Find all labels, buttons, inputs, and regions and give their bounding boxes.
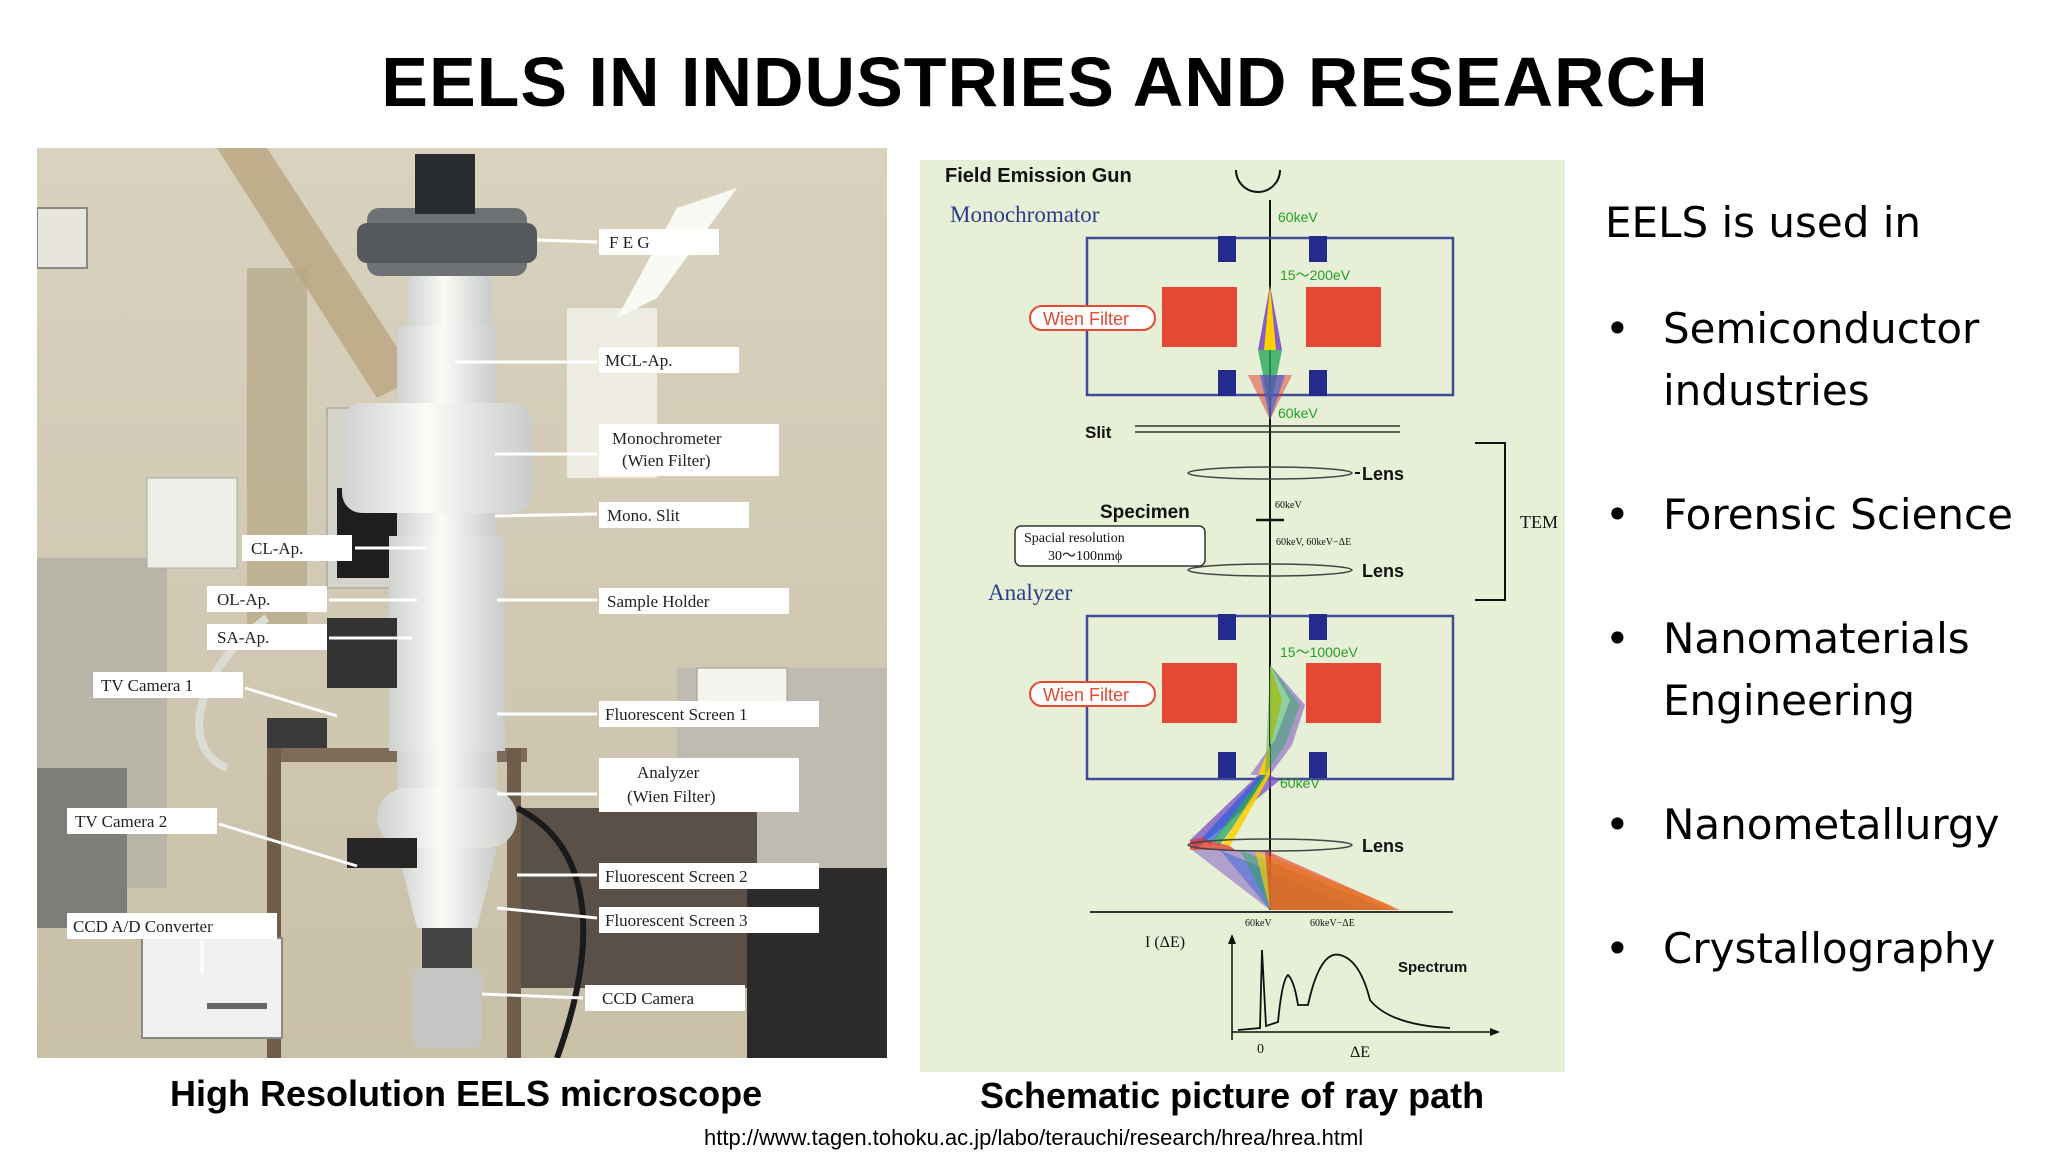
wien-filter-badge-top bbox=[1029, 305, 1156, 331]
bullet-icon: • bbox=[1605, 800, 1630, 850]
spectrum-y-label: I (ΔE) bbox=[1145, 934, 1185, 951]
use-item-label: Semiconductor industries bbox=[1663, 304, 1980, 416]
field-emission-gun-label: Field Emission Gun bbox=[945, 165, 1132, 187]
spatial-resolution-line-1: Spacial resolution bbox=[1024, 531, 1125, 546]
specimen-label: Specimen bbox=[1100, 502, 1190, 523]
use-item: • Crystallography bbox=[1605, 918, 2045, 980]
slide-title: EELS IN INDUSTRIES AND RESEARCH bbox=[381, 43, 1709, 121]
analyzer-pole-bottom-left bbox=[1218, 752, 1236, 778]
bullet-icon: • bbox=[1605, 614, 1630, 664]
energy-60kev-slit: 60keV bbox=[1278, 405, 1318, 421]
analyzer-magnet-left bbox=[1162, 663, 1237, 723]
lens-3-shape bbox=[1187, 838, 1353, 852]
use-item: • Forensic Science bbox=[1605, 484, 2045, 546]
label-fluorescent-screen-1: Fluorescent Screen 1 bbox=[605, 705, 748, 724]
lens-1-shape bbox=[1187, 466, 1353, 480]
mono-energy-range: 15～200eV bbox=[1280, 267, 1351, 283]
photo-caption: High Resolution EELS microscope bbox=[170, 1073, 763, 1114]
bullet-icon: • bbox=[1605, 304, 1630, 354]
use-item-label: Crystallography bbox=[1663, 924, 1996, 974]
bullet-icon: • bbox=[1605, 924, 1630, 974]
analyzer-magnet-right bbox=[1306, 663, 1381, 723]
analyzer-pole-bottom-right bbox=[1309, 752, 1327, 778]
source-url[interactable]: http://www.tagen.tohoku.ac.jp/labo/terau… bbox=[704, 1125, 1364, 1150]
lens-label-3: Lens bbox=[1362, 836, 1404, 856]
analyzer-label: Analyzer bbox=[988, 580, 1073, 605]
spectrum-x-zero: 0 bbox=[1257, 1042, 1264, 1057]
use-item: • Nanomaterials Engineering bbox=[1605, 608, 2045, 732]
spatial-resolution-box bbox=[1014, 525, 1206, 567]
spectrum-curve bbox=[1237, 949, 1451, 1031]
monochromator-label: Monochromator bbox=[950, 202, 1100, 227]
analyzer-energy-range: 15～1000eV bbox=[1280, 644, 1359, 660]
schematic-caption: Schematic picture of ray path bbox=[980, 1075, 1485, 1116]
bullet-icon: • bbox=[1605, 490, 1630, 540]
label-cl-ap: CL-Ap. bbox=[251, 539, 303, 558]
label-fluorescent-screen-2: Fluorescent Screen 2 bbox=[605, 867, 748, 886]
label-monochrometer: Monochrometer bbox=[612, 429, 722, 448]
tem-label: TEM bbox=[1520, 512, 1558, 532]
use-item-label: Nanomaterials Engineering bbox=[1663, 614, 1970, 726]
mono-pole-bottom-right bbox=[1309, 370, 1327, 396]
energy-60kev-analyzer: 60keV bbox=[1280, 775, 1320, 791]
label-ccd-camera: CCD Camera bbox=[602, 989, 695, 1008]
lens-label-1: Lens bbox=[1362, 464, 1404, 484]
photo-label-layer: F E G MCL-Ap. Monochrometer (Wien Filter… bbox=[67, 229, 819, 1011]
mono-magnet-left bbox=[1162, 287, 1237, 347]
lens-2-shape bbox=[1187, 563, 1353, 577]
label-sample-holder: Sample Holder bbox=[607, 592, 710, 611]
label-fluorescent-screen-3: Fluorescent Screen 3 bbox=[605, 911, 748, 930]
ray-path-schematic: Field Emission Gun Monochromator 60keV 1… bbox=[920, 160, 1565, 1072]
eels-uses-panel: EELS is used in • Semiconductor industrie… bbox=[1605, 198, 2045, 980]
label-ol-ap: OL-Ap. bbox=[217, 590, 270, 609]
wien-filter-badge-bottom bbox=[1029, 681, 1156, 707]
bottom-energy-1: 60keV bbox=[1245, 918, 1272, 929]
wien-filter-label-bottom: Wien Filter bbox=[1043, 685, 1129, 705]
analyzer-pole-top-left bbox=[1218, 614, 1236, 640]
wien-filter-label-top: Wien Filter bbox=[1043, 309, 1129, 329]
use-item: • Nanometallurgy bbox=[1605, 794, 2045, 856]
label-ccd-ad-converter: CCD A/D Converter bbox=[73, 917, 213, 936]
slit-label: Slit bbox=[1085, 423, 1112, 442]
mono-pole-top-left bbox=[1218, 236, 1236, 262]
energy-60kev-top: 60keV bbox=[1278, 209, 1318, 225]
label-analyzer: Analyzer bbox=[637, 763, 700, 782]
gun-tip-shape bbox=[1235, 169, 1281, 193]
label-tv-camera-2: TV Camera 2 bbox=[75, 812, 167, 831]
tem-bracket bbox=[1475, 442, 1506, 601]
analyzer-pole-top-right bbox=[1309, 614, 1327, 640]
spectrum-x-label: ΔE bbox=[1350, 1044, 1370, 1061]
label-tv-camera-1: TV Camera 1 bbox=[101, 676, 193, 695]
use-item-label: Nanometallurgy bbox=[1663, 800, 2000, 850]
label-analyzer-wien: (Wien Filter) bbox=[627, 787, 716, 806]
bottom-energy-2: 60keV−ΔE bbox=[1310, 918, 1355, 929]
spectrum-label: Spectrum bbox=[1398, 959, 1467, 976]
mono-pole-bottom-left bbox=[1218, 370, 1236, 396]
lens-label-2: Lens bbox=[1362, 561, 1404, 581]
label-mono-slit: Mono. Slit bbox=[607, 506, 680, 525]
specimen-energy: 60keV bbox=[1275, 500, 1302, 511]
uses-heading: EELS is used in bbox=[1605, 198, 1922, 247]
label-monochrometer-wien: (Wien Filter) bbox=[622, 451, 711, 470]
mono-magnet-right bbox=[1306, 287, 1381, 347]
label-feg: F E G bbox=[609, 233, 650, 252]
label-sa-ap: SA-Ap. bbox=[217, 628, 269, 647]
spatial-resolution-line-2: 30～100nmϕ bbox=[1048, 549, 1122, 564]
uses-list: • Semiconductor industries • Forensic Scien… bbox=[1605, 298, 2045, 980]
use-item: • Semiconductor industries bbox=[1605, 298, 2045, 422]
loss-energy-labels: 60keV, 60keV−ΔE bbox=[1276, 537, 1351, 548]
use-item-label: Forensic Science bbox=[1663, 490, 2013, 540]
mono-pole-top-right bbox=[1309, 236, 1327, 262]
label-mcl-ap: MCL-Ap. bbox=[605, 351, 673, 370]
